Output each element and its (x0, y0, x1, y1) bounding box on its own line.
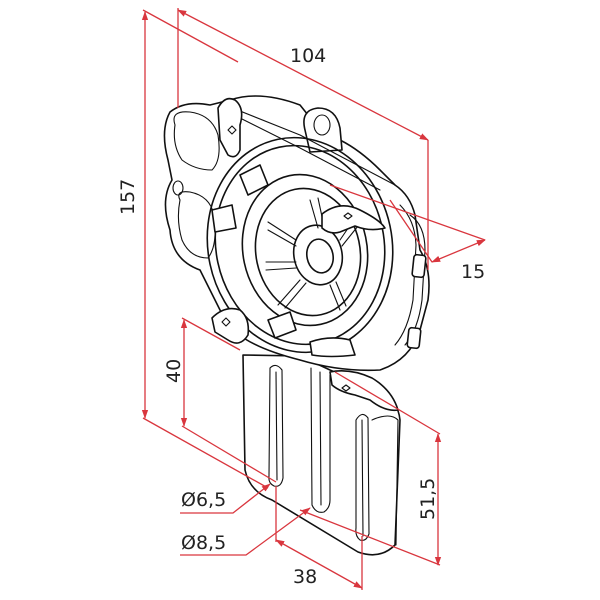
clips (211, 97, 399, 412)
dimension-lines (141, 8, 486, 590)
dimension-height-label: 157 (117, 179, 139, 215)
dimension-lower-height-label: 51,5 (417, 478, 439, 520)
dimension-large-hole-label: Ø8,5 (181, 532, 226, 554)
clip-bottom-left (211, 307, 250, 344)
bracket-part (163, 95, 430, 556)
slot-right (355, 413, 370, 541)
slot-left (268, 364, 284, 487)
clip-bottom-right (329, 370, 399, 412)
slot-middle (310, 367, 331, 513)
clip-right (321, 205, 386, 234)
dimension-slot-spacing-label: 38 (293, 566, 317, 588)
dimension-depth-label: 15 (461, 261, 485, 283)
dimension-width-label: 104 (290, 45, 326, 67)
dimension-small-hole-label: Ø6,5 (181, 489, 226, 511)
hub (292, 224, 344, 286)
dimension-slot-height-label: 40 (163, 359, 185, 383)
